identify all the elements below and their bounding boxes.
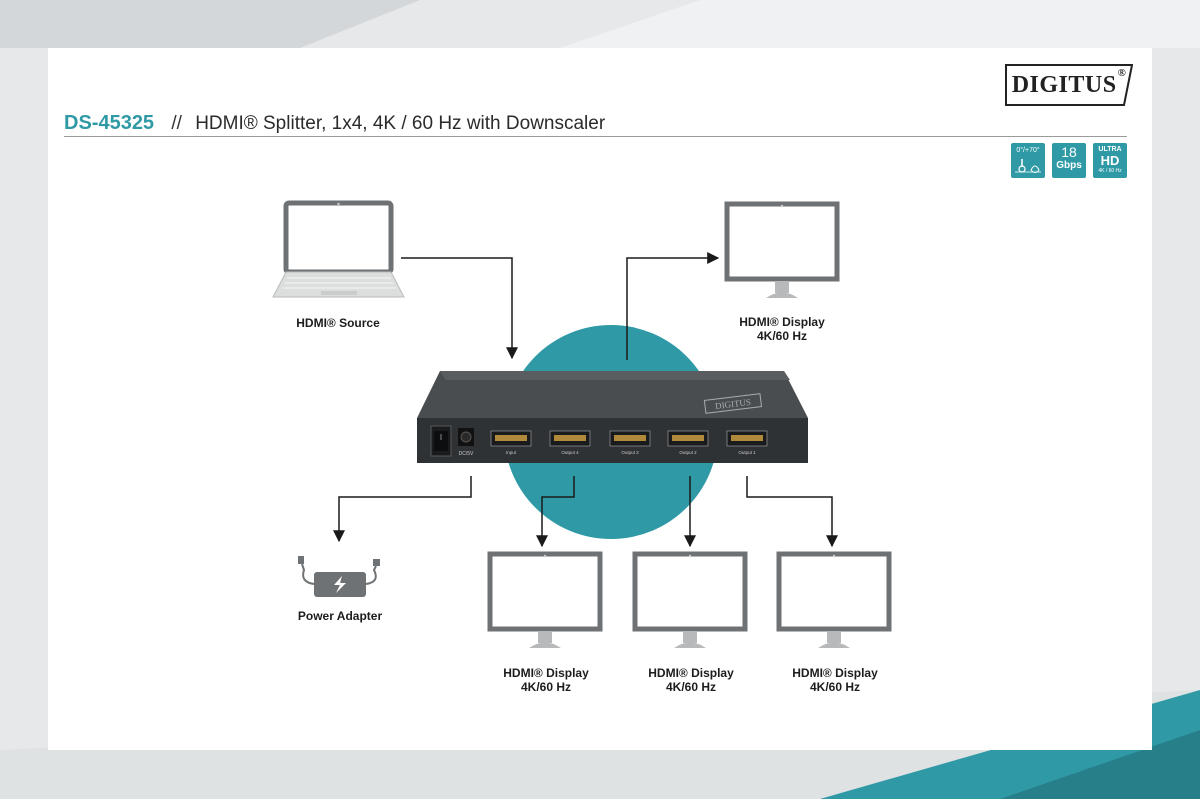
power-adapter-icon xyxy=(298,556,380,597)
output4-connection-arrow xyxy=(536,476,575,548)
source-connection-arrow xyxy=(401,257,518,360)
port-label-input: Input xyxy=(506,450,517,455)
display-top-connection-arrow xyxy=(626,252,720,360)
model-number: DS-45325 xyxy=(64,112,155,134)
monitor-icon-output-1 xyxy=(776,551,892,648)
temperature-text: 0°/+70° xyxy=(1016,147,1040,154)
display-output3-line2: 4K/60 Hz xyxy=(665,680,717,694)
hdmi-splitter-device: DIGITUS DC/5V Input Output 4 Output 3 xyxy=(417,371,808,463)
port-label-output-3: Output 3 xyxy=(621,450,639,455)
display-output1-line2: 4K/60 Hz xyxy=(809,680,861,694)
hdmi-port-output-4: Output 4 xyxy=(549,430,591,455)
hdmi-port-input: Input xyxy=(490,430,532,455)
laptop-icon xyxy=(272,200,405,298)
temperature-humidity-icon xyxy=(1015,159,1041,173)
hd-text: HD xyxy=(1100,153,1120,168)
header-rule xyxy=(64,136,1127,137)
display-output4-line2: 4K/60 Hz xyxy=(520,680,572,694)
hdmi-port-output-2: Output 2 xyxy=(667,430,709,455)
hdmi-source-label: HDMI® Source xyxy=(296,316,380,330)
port-label-output-4: Output 4 xyxy=(561,450,579,455)
power-connection-arrow xyxy=(333,476,472,543)
bandwidth-badge: 18 Gbps xyxy=(1052,143,1086,178)
device-brand-text: DIGITUS xyxy=(715,397,752,411)
monitor-icon-output-4 xyxy=(487,551,603,648)
display-top-line2: 4K/60 Hz xyxy=(756,329,808,343)
bandwidth-value: 18 xyxy=(1061,144,1077,160)
ultra-text: ULTRA xyxy=(1098,146,1122,153)
monitor-icon-output-3 xyxy=(632,551,748,648)
display-label-output-1: HDMI® Display 4K/60 Hz xyxy=(775,666,895,694)
display-label-top: HDMI® Display 4K/60 Hz xyxy=(722,315,842,343)
product-title: HDMI® Splitter, 1x4, 4K / 60 Hz with Dow… xyxy=(195,113,606,134)
bandwidth-unit: Gbps xyxy=(1056,160,1082,171)
dc-power-label: DC/5V xyxy=(459,451,474,457)
output1-connection-arrow xyxy=(746,476,838,548)
port-label-output-2: Output 2 xyxy=(679,450,697,455)
ultra-hd-badge: ULTRA HD 4K / 60 Hz xyxy=(1093,143,1127,178)
display-output3-line1: HDMI® Display xyxy=(648,666,734,680)
uhd-spec-text: 4K / 60 Hz xyxy=(1098,168,1122,174)
display-top-line1: HDMI® Display xyxy=(739,315,825,329)
display-label-output-3: HDMI® Display 4K/60 Hz xyxy=(631,666,751,694)
display-label-output-4: HDMI® Display 4K/60 Hz xyxy=(486,666,606,694)
title-separator: // xyxy=(171,113,182,134)
monitor-icon-top xyxy=(724,201,840,298)
port-label-output-1: Output 1 xyxy=(738,450,756,455)
display-output1-line1: HDMI® Display xyxy=(792,666,878,680)
digitus-logo: DIGITUS® xyxy=(1005,64,1133,106)
hdmi-port-output-1: Output 1 xyxy=(726,430,768,455)
display-output4-line1: HDMI® Display xyxy=(503,666,589,680)
temperature-badge: 0°/+70° xyxy=(1011,143,1045,178)
header-title: DS-45325 // HDMI® Splitter, 1x4, 4K / 60… xyxy=(64,112,605,136)
power-adapter-label: Power Adapter xyxy=(297,609,383,623)
hdmi-port-output-3: Output 3 xyxy=(609,430,651,455)
